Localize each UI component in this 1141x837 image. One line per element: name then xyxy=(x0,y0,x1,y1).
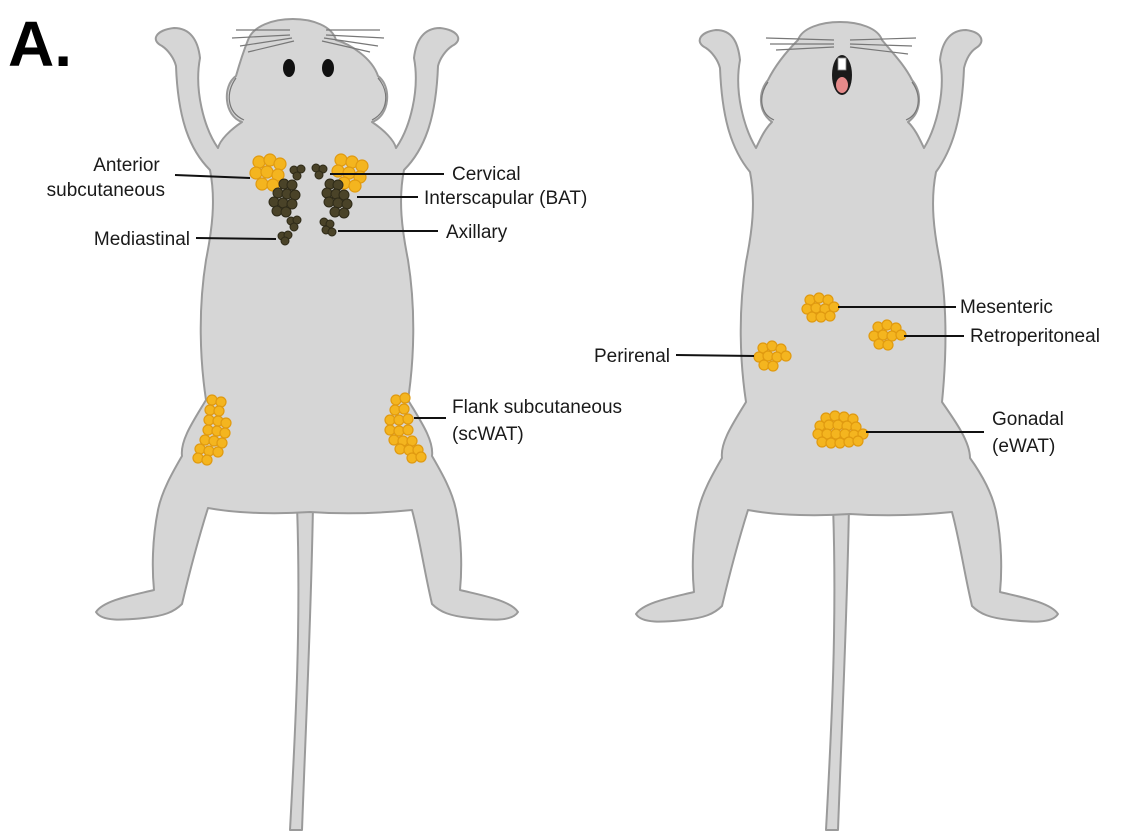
panel-label: A. xyxy=(8,8,72,80)
tail xyxy=(290,505,313,830)
label-cervical: Cervical xyxy=(452,164,521,185)
label-gonadal: Gonadal (eWAT) xyxy=(992,409,1069,457)
tail xyxy=(826,505,849,830)
mouse-ventral-view: Mesenteric Retroperitoneal Perirenal Gon… xyxy=(594,22,1100,830)
label-flank-subcutaneous: Flank subcutaneous (scWAT) xyxy=(452,397,627,445)
label-interscapular: Interscapular (BAT) xyxy=(424,188,587,209)
eye-left xyxy=(283,59,295,77)
label-axillary: Axillary xyxy=(446,222,508,243)
mouse-dorsal-view: Anterior subcutaneous Cervical Interscap… xyxy=(47,19,628,830)
label-perirenal: Perirenal xyxy=(594,346,670,367)
eye-right xyxy=(322,59,334,77)
tongue xyxy=(836,77,848,93)
label-anterior-subcutaneous: Anterior subcutaneous xyxy=(47,155,165,201)
label-mediastinal: Mediastinal xyxy=(94,229,190,250)
leader-mediastinal xyxy=(196,238,276,239)
leader-perirenal xyxy=(676,355,754,356)
teeth xyxy=(838,58,846,70)
label-mesenteric: Mesenteric xyxy=(960,297,1053,318)
label-retroperitoneal: Retroperitoneal xyxy=(970,326,1100,347)
